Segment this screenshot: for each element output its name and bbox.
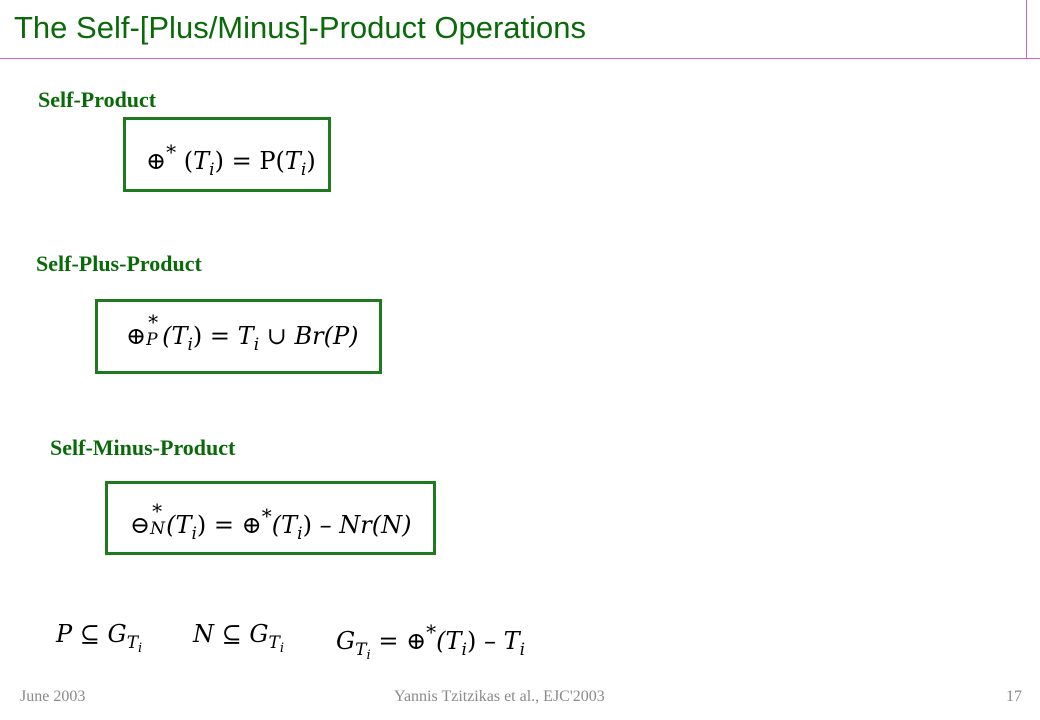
sub-sup: *P xyxy=(146,312,162,350)
formula-box-self-minus-product xyxy=(105,481,436,555)
sub-i: i xyxy=(191,524,197,544)
var-t: T xyxy=(284,147,301,175)
star-superscript: * xyxy=(261,504,272,528)
var-p: P xyxy=(56,620,73,648)
sub-i: i xyxy=(461,640,467,660)
star-superscript: * xyxy=(148,310,159,334)
formula-self-plus-product: ⊕*P(Ti) = Ti ∪ Br(P) xyxy=(126,312,359,355)
oplus-symbol: ⊕ xyxy=(241,511,262,539)
ominus-symbol: ⊖ xyxy=(130,511,151,539)
oplus-symbol: ⊕ xyxy=(406,627,427,655)
footer-date: June 2003 xyxy=(20,688,86,705)
paren: ) xyxy=(306,147,316,175)
lhs-arg: (T xyxy=(162,322,188,350)
sub-sup: *N xyxy=(150,501,166,539)
mid-arg: (T xyxy=(436,627,462,655)
paren: ) xyxy=(466,627,477,655)
star-superscript: * xyxy=(426,620,437,644)
formula-g-definition: GTi = ⊕*(Ti) – Ti xyxy=(336,622,525,662)
sub-i: i xyxy=(187,335,193,355)
heading-self-product: Self-Product xyxy=(38,87,157,112)
sub-t: T xyxy=(268,633,280,653)
var-g: G xyxy=(249,620,269,648)
rhs-union: ∪ Br(P) xyxy=(259,322,359,350)
sub-i: i xyxy=(519,640,526,660)
var-n: N xyxy=(193,620,214,648)
sub-sub-i: i xyxy=(138,641,143,656)
paren: ( xyxy=(275,147,285,175)
sub-i: i xyxy=(209,160,215,180)
sub-p: P xyxy=(146,330,158,350)
rhs-minus-nr: – Nr(N) xyxy=(311,511,412,539)
title-underline xyxy=(0,58,1040,59)
star-superscript: * xyxy=(152,499,163,523)
var-t: T xyxy=(193,147,210,175)
subseteq-symbol: ⊆ xyxy=(72,620,108,648)
sub-t: T xyxy=(355,640,367,660)
sub-sub-i: i xyxy=(366,648,371,663)
minus-t: – T xyxy=(476,627,520,655)
formula-box-self-plus-product xyxy=(95,299,382,374)
paren: ( xyxy=(183,147,194,175)
sub-t: T xyxy=(126,633,139,653)
heading-self-minus-product: Self-Minus-Product xyxy=(50,435,236,460)
paren: ) xyxy=(196,511,207,539)
var-g: G xyxy=(336,627,356,655)
formula-self-minus-product: ⊖*N(Ti) = ⊕*(Ti) – Nr(N) xyxy=(130,501,412,544)
footer-page-number: 17 xyxy=(1006,688,1022,705)
footer-authors: Yannis Tzitzikas et al., EJC'2003 xyxy=(394,688,605,705)
sub-n: N xyxy=(150,519,165,539)
mid-arg: (T xyxy=(271,511,298,539)
sub-sub-i: i xyxy=(279,641,285,656)
formula-box-self-product xyxy=(123,117,331,192)
oplus-symbol: ⊕ xyxy=(146,147,167,175)
paren: ) xyxy=(302,511,312,539)
equals: = xyxy=(223,147,260,175)
slide-title: The Self-[Plus/Minus]-Product Operations xyxy=(14,10,587,45)
func-p: P xyxy=(259,147,276,175)
sub-i: i xyxy=(253,335,260,355)
formula-self-product: ⊕* (Ti) = P(Ti) xyxy=(146,142,316,179)
equals: = xyxy=(206,511,242,539)
heading-self-plus-product: Self-Plus-Product xyxy=(36,251,202,276)
oplus-symbol: ⊕ xyxy=(126,322,147,350)
formula-p-subset: P ⊆ GTi xyxy=(56,622,142,655)
var-t: T xyxy=(237,322,254,350)
lhs-arg: (T xyxy=(166,511,192,539)
paren: ) xyxy=(214,147,224,175)
sub-i: i xyxy=(300,160,307,180)
star-superscript: * xyxy=(166,140,177,164)
var-g: G xyxy=(107,620,127,648)
equals: = xyxy=(370,627,407,655)
subseteq-symbol: ⊆ xyxy=(214,620,250,648)
equals: = xyxy=(202,322,238,350)
formula-n-subset: N ⊆ GTi xyxy=(193,622,284,655)
title-right-rule xyxy=(1026,0,1027,59)
paren: ) xyxy=(192,322,203,350)
sub-i: i xyxy=(297,524,303,544)
